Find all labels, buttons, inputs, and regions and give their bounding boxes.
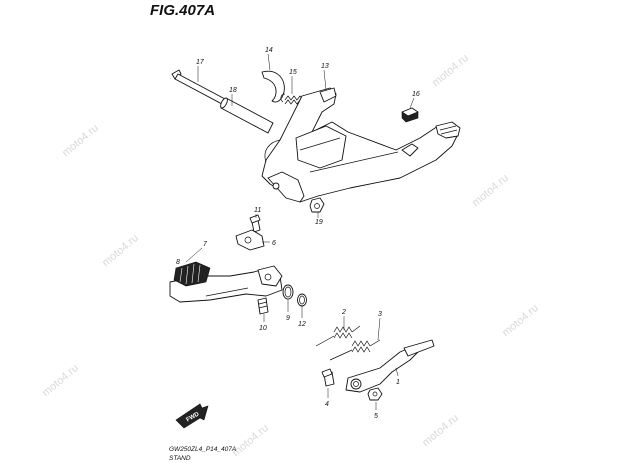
part-4-bolt	[321, 368, 335, 387]
part-5-nut	[367, 387, 383, 401]
forward-arrow-icon: FWD	[175, 403, 209, 429]
part-3-spring	[329, 339, 381, 361]
callout-18: 18	[229, 87, 237, 94]
part-2-spring	[315, 325, 361, 347]
callout-3: 3	[378, 311, 382, 318]
part-10-bolt	[257, 297, 269, 315]
part-9-ring	[282, 284, 294, 300]
part-11-bolt	[249, 214, 261, 233]
callout-2: 2	[341, 309, 346, 316]
figure-title: FIG.407A	[150, 2, 216, 19]
part-18-sleeve	[220, 97, 274, 134]
part-14-clip	[261, 70, 285, 103]
callout-11: 11	[254, 207, 261, 214]
part-12-ring	[297, 293, 307, 307]
part-19-nut	[309, 197, 325, 213]
drawing-code: GW250ZL4_P14_407A	[169, 446, 237, 453]
leader-lines	[185, 53, 415, 410]
part-8-rubber-grip	[173, 261, 211, 287]
callout-7: 7	[203, 241, 208, 248]
callout-4: 4	[325, 401, 329, 408]
callout-13: 13	[321, 63, 329, 70]
part-16-rubber	[401, 107, 419, 123]
callout-17: 17	[196, 59, 205, 66]
drawing-caption: STAND	[169, 455, 191, 462]
callout-8: 8	[176, 259, 180, 266]
callout-15: 15	[289, 69, 297, 76]
callout-14: 14	[265, 47, 273, 54]
callout-19: 19	[315, 219, 323, 226]
part-6-bracket	[235, 229, 265, 251]
callout-10: 10	[259, 325, 267, 332]
callout-9: 9	[286, 315, 290, 322]
part-13-center-stand	[261, 87, 461, 203]
callout-6: 6	[272, 240, 276, 247]
callout-1: 1	[396, 379, 400, 386]
callout-5: 5	[374, 413, 378, 420]
part-1-lever	[345, 339, 435, 393]
callout-labels: 17 18 14 15 13 16 19 11 6 7 8 10 9 12 2 …	[176, 47, 420, 420]
callout-12: 12	[298, 321, 306, 328]
callout-16: 16	[412, 91, 420, 98]
